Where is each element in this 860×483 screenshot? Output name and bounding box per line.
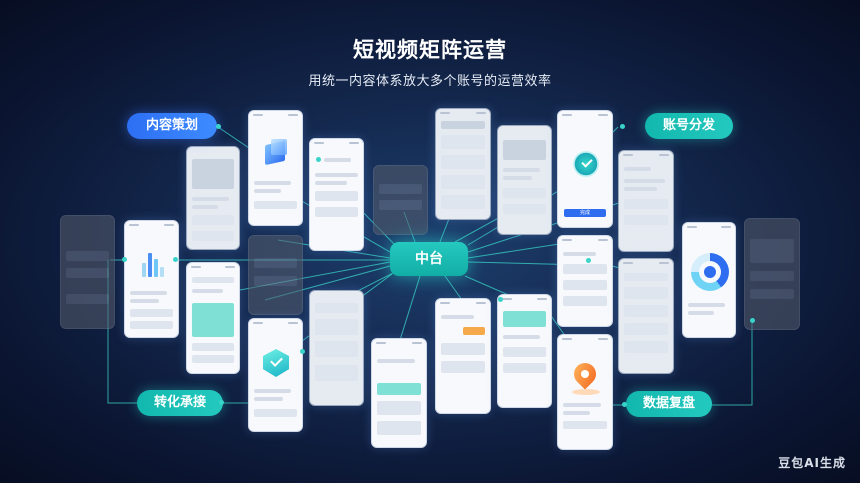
phone-mockup	[309, 138, 364, 251]
page-subtitle: 用统一内容体系放大多个账号的运营效率	[308, 74, 552, 89]
badge-check-icon	[573, 151, 599, 177]
ring-chart-icon	[691, 253, 729, 291]
phone-mockup	[744, 218, 800, 330]
phone-mockup	[682, 222, 736, 338]
phone-mockup	[618, 150, 674, 252]
phone-mockup	[309, 290, 364, 406]
phone-mockup	[435, 298, 491, 414]
phone-mockup	[248, 110, 303, 226]
location-pin-icon	[569, 358, 601, 390]
phone-mockup	[497, 125, 552, 235]
phone-mockup	[60, 215, 115, 329]
phone-mockup	[435, 108, 491, 220]
connector-dot	[498, 297, 503, 302]
page-title: 短视频矩阵运营	[353, 38, 507, 62]
connector-dot	[122, 257, 127, 262]
shield-check-icon	[263, 349, 289, 377]
phone-mockup	[557, 334, 613, 450]
connector-dot	[620, 124, 625, 129]
phone-mockup	[124, 220, 179, 338]
watermark: 豆包AI生成	[778, 456, 846, 470]
connector-dot	[750, 318, 755, 323]
phone-mockup	[557, 235, 613, 327]
label-conversion: 转化承接	[137, 390, 223, 416]
cube-icon	[261, 137, 291, 167]
phone-mockup	[497, 294, 552, 408]
phone-mockup	[373, 165, 428, 235]
connector-dot	[173, 257, 178, 262]
phone-mockup	[618, 258, 674, 374]
label-account-distribution: 账号分发	[645, 113, 733, 139]
done-button[interactable]: 完成	[564, 209, 606, 217]
phone-mockup	[186, 262, 240, 374]
phone-mockup	[186, 146, 240, 250]
connector-dot	[219, 400, 224, 405]
hub-node: 中台	[390, 242, 468, 276]
label-content-planning: 内容策划	[127, 113, 217, 139]
connector-dot	[300, 349, 305, 354]
phone-mockup: 完成	[557, 110, 613, 228]
connector-dot	[216, 124, 221, 129]
phone-mockup	[248, 235, 303, 315]
label-data-review: 数据复盘	[626, 391, 712, 417]
connector-dot	[622, 402, 627, 407]
connector-dot	[586, 258, 591, 263]
phone-mockup	[248, 318, 303, 432]
bar-chart-icon	[142, 251, 164, 277]
phone-mockup	[371, 338, 427, 448]
